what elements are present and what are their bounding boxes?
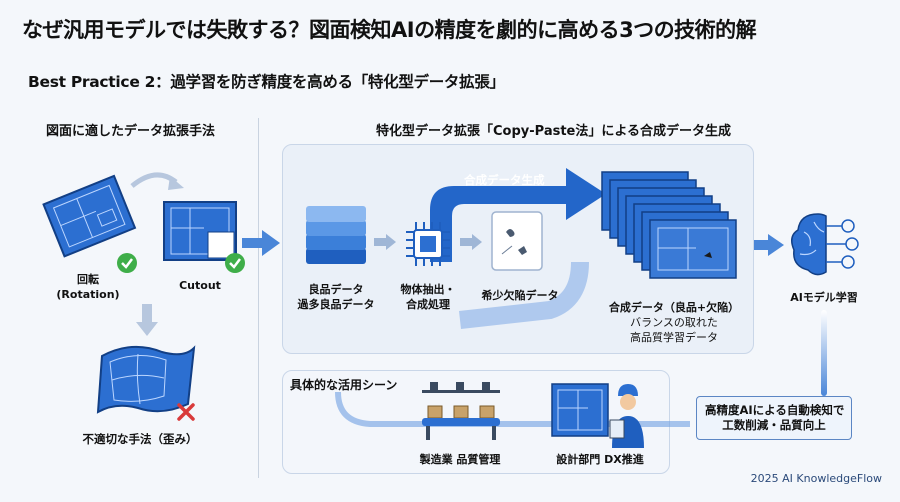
rotation-check-icon bbox=[117, 253, 137, 273]
to-ai-arrow-icon bbox=[754, 234, 784, 256]
good-data-label: 良品データ 過多良品データ bbox=[290, 282, 382, 312]
cutout-check-icon bbox=[225, 253, 245, 273]
manufacturing-label: 製造業 品質管理 bbox=[419, 453, 501, 466]
good-data-line1: 良品データ bbox=[308, 283, 364, 296]
cutout-blueprint-icon bbox=[163, 201, 237, 261]
small-arrow-icon bbox=[374, 234, 396, 250]
curved-arrow-icon bbox=[130, 172, 184, 190]
good-data-line2: 過多良品データ bbox=[297, 298, 375, 311]
rotation-label: 回転 (Rotation) bbox=[48, 272, 128, 302]
synthetic-data-stack-icon bbox=[601, 171, 737, 279]
section-arrow-icon bbox=[242, 230, 280, 256]
left-section-title: 図面に適したデータ拡張手法 bbox=[46, 124, 216, 139]
ai-brain-icon bbox=[791, 213, 859, 276]
synthetic-line1: 合成データ（良品+欠陥） bbox=[608, 301, 740, 314]
page-title: なぜ汎用モデルでは失敗する？図面検知AIの精度を劇的に高める3つの技術的解 bbox=[22, 18, 757, 42]
footer-credit: 2025 AI KnowledgeFlow bbox=[750, 472, 882, 485]
ai-model-label: AIモデル学習 bbox=[790, 291, 858, 304]
result-line1: 高精度AIによる自動検知で bbox=[705, 403, 845, 417]
down-arrow-icon bbox=[136, 304, 158, 336]
synthetic-line2: バランスの取れた bbox=[630, 316, 718, 329]
design-label: 設計部門 DX推進 bbox=[556, 453, 644, 466]
inappropriate-label: 不適切な手法（歪み） bbox=[82, 432, 198, 446]
result-box: 高精度AIによる自動検知で 工数削減・品質向上 bbox=[696, 396, 852, 440]
extraction-line1: 物体抽出・ bbox=[400, 283, 456, 296]
page-subtitle: Best Practice 2：過学習を防ぎ精度を高める「特化型データ拡張」 bbox=[28, 73, 505, 91]
rotation-label-line1: 回転 bbox=[77, 273, 99, 286]
cutout-label: Cutout bbox=[179, 279, 221, 292]
synthesis-flow-arrow bbox=[430, 168, 606, 329]
right-section-title: 特化型データ拡張「Copy-Paste法」による合成データ生成 bbox=[376, 124, 731, 139]
use-case-title: 具体的な活用シーン bbox=[290, 378, 398, 392]
ai-glow-line bbox=[821, 310, 827, 396]
extraction-line2: 合成処理 bbox=[406, 298, 450, 311]
section-divider bbox=[258, 118, 259, 478]
small-arrow-icon bbox=[460, 234, 482, 250]
use-case-flow-line bbox=[335, 392, 690, 427]
result-line2: 工数削減・品質向上 bbox=[722, 418, 826, 432]
rare-defect-label: 希少欠陥データ bbox=[481, 289, 559, 302]
synthetic-data-label: 合成データ（良品+欠陥） バランスの取れた 高品質学習データ bbox=[596, 300, 752, 345]
good-data-stack-icon bbox=[306, 206, 366, 264]
distorted-blueprint-icon bbox=[96, 345, 196, 414]
rare-defect-icon bbox=[491, 211, 543, 271]
factory-conveyor-icon bbox=[422, 382, 500, 440]
extraction-label: 物体抽出・ 合成処理 bbox=[392, 282, 464, 312]
synthesis-arrow-label: 合成データ生成 bbox=[464, 173, 545, 187]
synthetic-line3: 高品質学習データ bbox=[630, 331, 718, 344]
chip-icon bbox=[406, 222, 450, 266]
rotation-label-line2: (Rotation) bbox=[56, 288, 120, 301]
inappropriate-cross-icon bbox=[177, 403, 195, 421]
design-engineer-icon bbox=[551, 383, 644, 448]
rotation-blueprint-icon bbox=[42, 174, 137, 258]
